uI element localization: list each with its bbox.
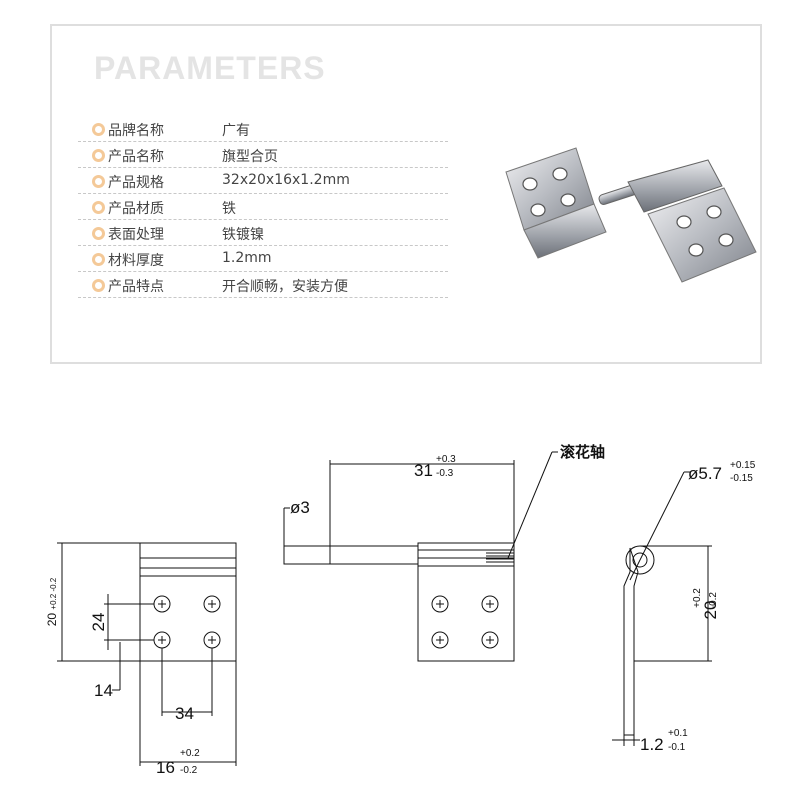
param-label: 产品名称 <box>108 149 164 165</box>
bullet-icon <box>92 227 105 240</box>
param-value: 铁 <box>222 201 236 217</box>
screw-hole <box>431 631 449 649</box>
param-label: 产品规格 <box>108 175 164 191</box>
param-value: 广有 <box>222 123 250 139</box>
dim-16-tol-minus: -0.2 <box>180 765 198 776</box>
dim-24: 24 <box>89 613 108 632</box>
screw-hole <box>431 595 449 613</box>
leaf-outline <box>417 542 515 662</box>
panel-title: PARAMETERS <box>94 50 326 86</box>
param-row-spec: 产品规格 32x20x16x1.2mm <box>78 168 448 194</box>
parameters-panel: PARAMETERS 品牌名称 广有 产品名称 旗型合页 产品规格 32x20x… <box>50 24 762 364</box>
dim-31-tol-plus: +0.3 <box>436 454 456 465</box>
dim-31: 31 <box>414 461 433 480</box>
dim-dia-5-7-tol-plus: +0.15 <box>730 460 756 471</box>
bullet-icon <box>92 279 105 292</box>
bullet-icon <box>92 201 105 214</box>
screw-hole <box>481 631 499 649</box>
dim-16: 16 <box>156 758 175 777</box>
dim-1-2-tol-minus: -0.1 <box>668 742 686 753</box>
param-label: 产品特点 <box>108 279 164 295</box>
param-label: 材料厚度 <box>108 253 164 269</box>
dim-dia-3: ø3 <box>290 498 310 517</box>
param-row-surface: 表面处理 铁镀镍 <box>78 220 448 246</box>
knuckle-inner <box>632 552 648 568</box>
param-value: 旗型合页 <box>222 149 278 165</box>
end-view: ø5.7 +0.15 -0.15 20 +0.2 -0.2 1.2 +0.1 -… <box>612 460 756 754</box>
param-value: 铁镀镍 <box>222 227 264 243</box>
screw-hole <box>203 631 221 649</box>
dim-dia-5-7-tol-minus: -0.15 <box>730 473 753 484</box>
dim-20-right-tol-plus: +0.2 <box>692 588 703 608</box>
dim-16-tol-plus: +0.2 <box>180 748 200 759</box>
leaf-profile <box>623 547 639 736</box>
screw-hole <box>481 595 499 613</box>
dim-dia-5-7: ø5.7 <box>688 464 722 483</box>
screw-hole <box>153 631 171 649</box>
param-row-material: 产品材质 铁 <box>78 194 448 220</box>
shaft <box>283 545 419 565</box>
parameters-list: 品牌名称 广有 产品名称 旗型合页 产品规格 32x20x16x1.2mm 产品… <box>78 116 448 298</box>
bullet-icon <box>92 253 105 266</box>
param-label: 品牌名称 <box>108 123 164 139</box>
param-label: 产品材质 <box>108 201 164 217</box>
dim-1-2-tol-plus: +0.1 <box>668 728 688 739</box>
dim-20-right: 20 <box>701 601 720 620</box>
param-row-feature: 产品特点 开合顺畅，安装方便 <box>78 272 448 298</box>
param-value: 1.2mm <box>222 250 272 266</box>
screw-hole <box>153 595 171 613</box>
screw-hole <box>203 595 221 613</box>
dim-20-right-tol-minus: -0.2 <box>708 592 719 610</box>
knurled-shaft-callout: 滚花轴 <box>560 443 605 461</box>
param-label: 表面处理 <box>108 227 164 243</box>
dim-31-tol-minus: -0.3 <box>436 468 454 479</box>
side-view: 31 +0.3 -0.3 ø3 滚花轴 <box>283 443 605 662</box>
dim-34: 34 <box>175 704 194 723</box>
hinge-photo <box>505 147 757 283</box>
param-value: 32x20x16x1.2mm <box>222 172 350 188</box>
dim-1-2: 1.2 <box>640 735 664 754</box>
param-row-product-name: 产品名称 旗型合页 <box>78 142 448 168</box>
param-value: 开合顺畅，安装方便 <box>222 279 348 295</box>
param-row-thickness: 材料厚度 1.2mm <box>78 246 448 272</box>
dim-14: 14 <box>94 681 113 700</box>
bullet-icon <box>92 123 105 136</box>
dim-20-left: 20 +0.2 -0.2 <box>45 577 59 626</box>
bullet-icon <box>92 149 105 162</box>
front-view: 20 +0.2 -0.2 24 14 34 16 +0.2 -0.2 <box>45 542 237 777</box>
technical-drawing: 20 +0.2 -0.2 24 14 34 16 +0.2 -0.2 <box>45 443 756 777</box>
front-view-outline <box>139 542 237 662</box>
param-row-brand: 品牌名称 广有 <box>78 116 448 142</box>
bullet-icon <box>92 175 105 188</box>
